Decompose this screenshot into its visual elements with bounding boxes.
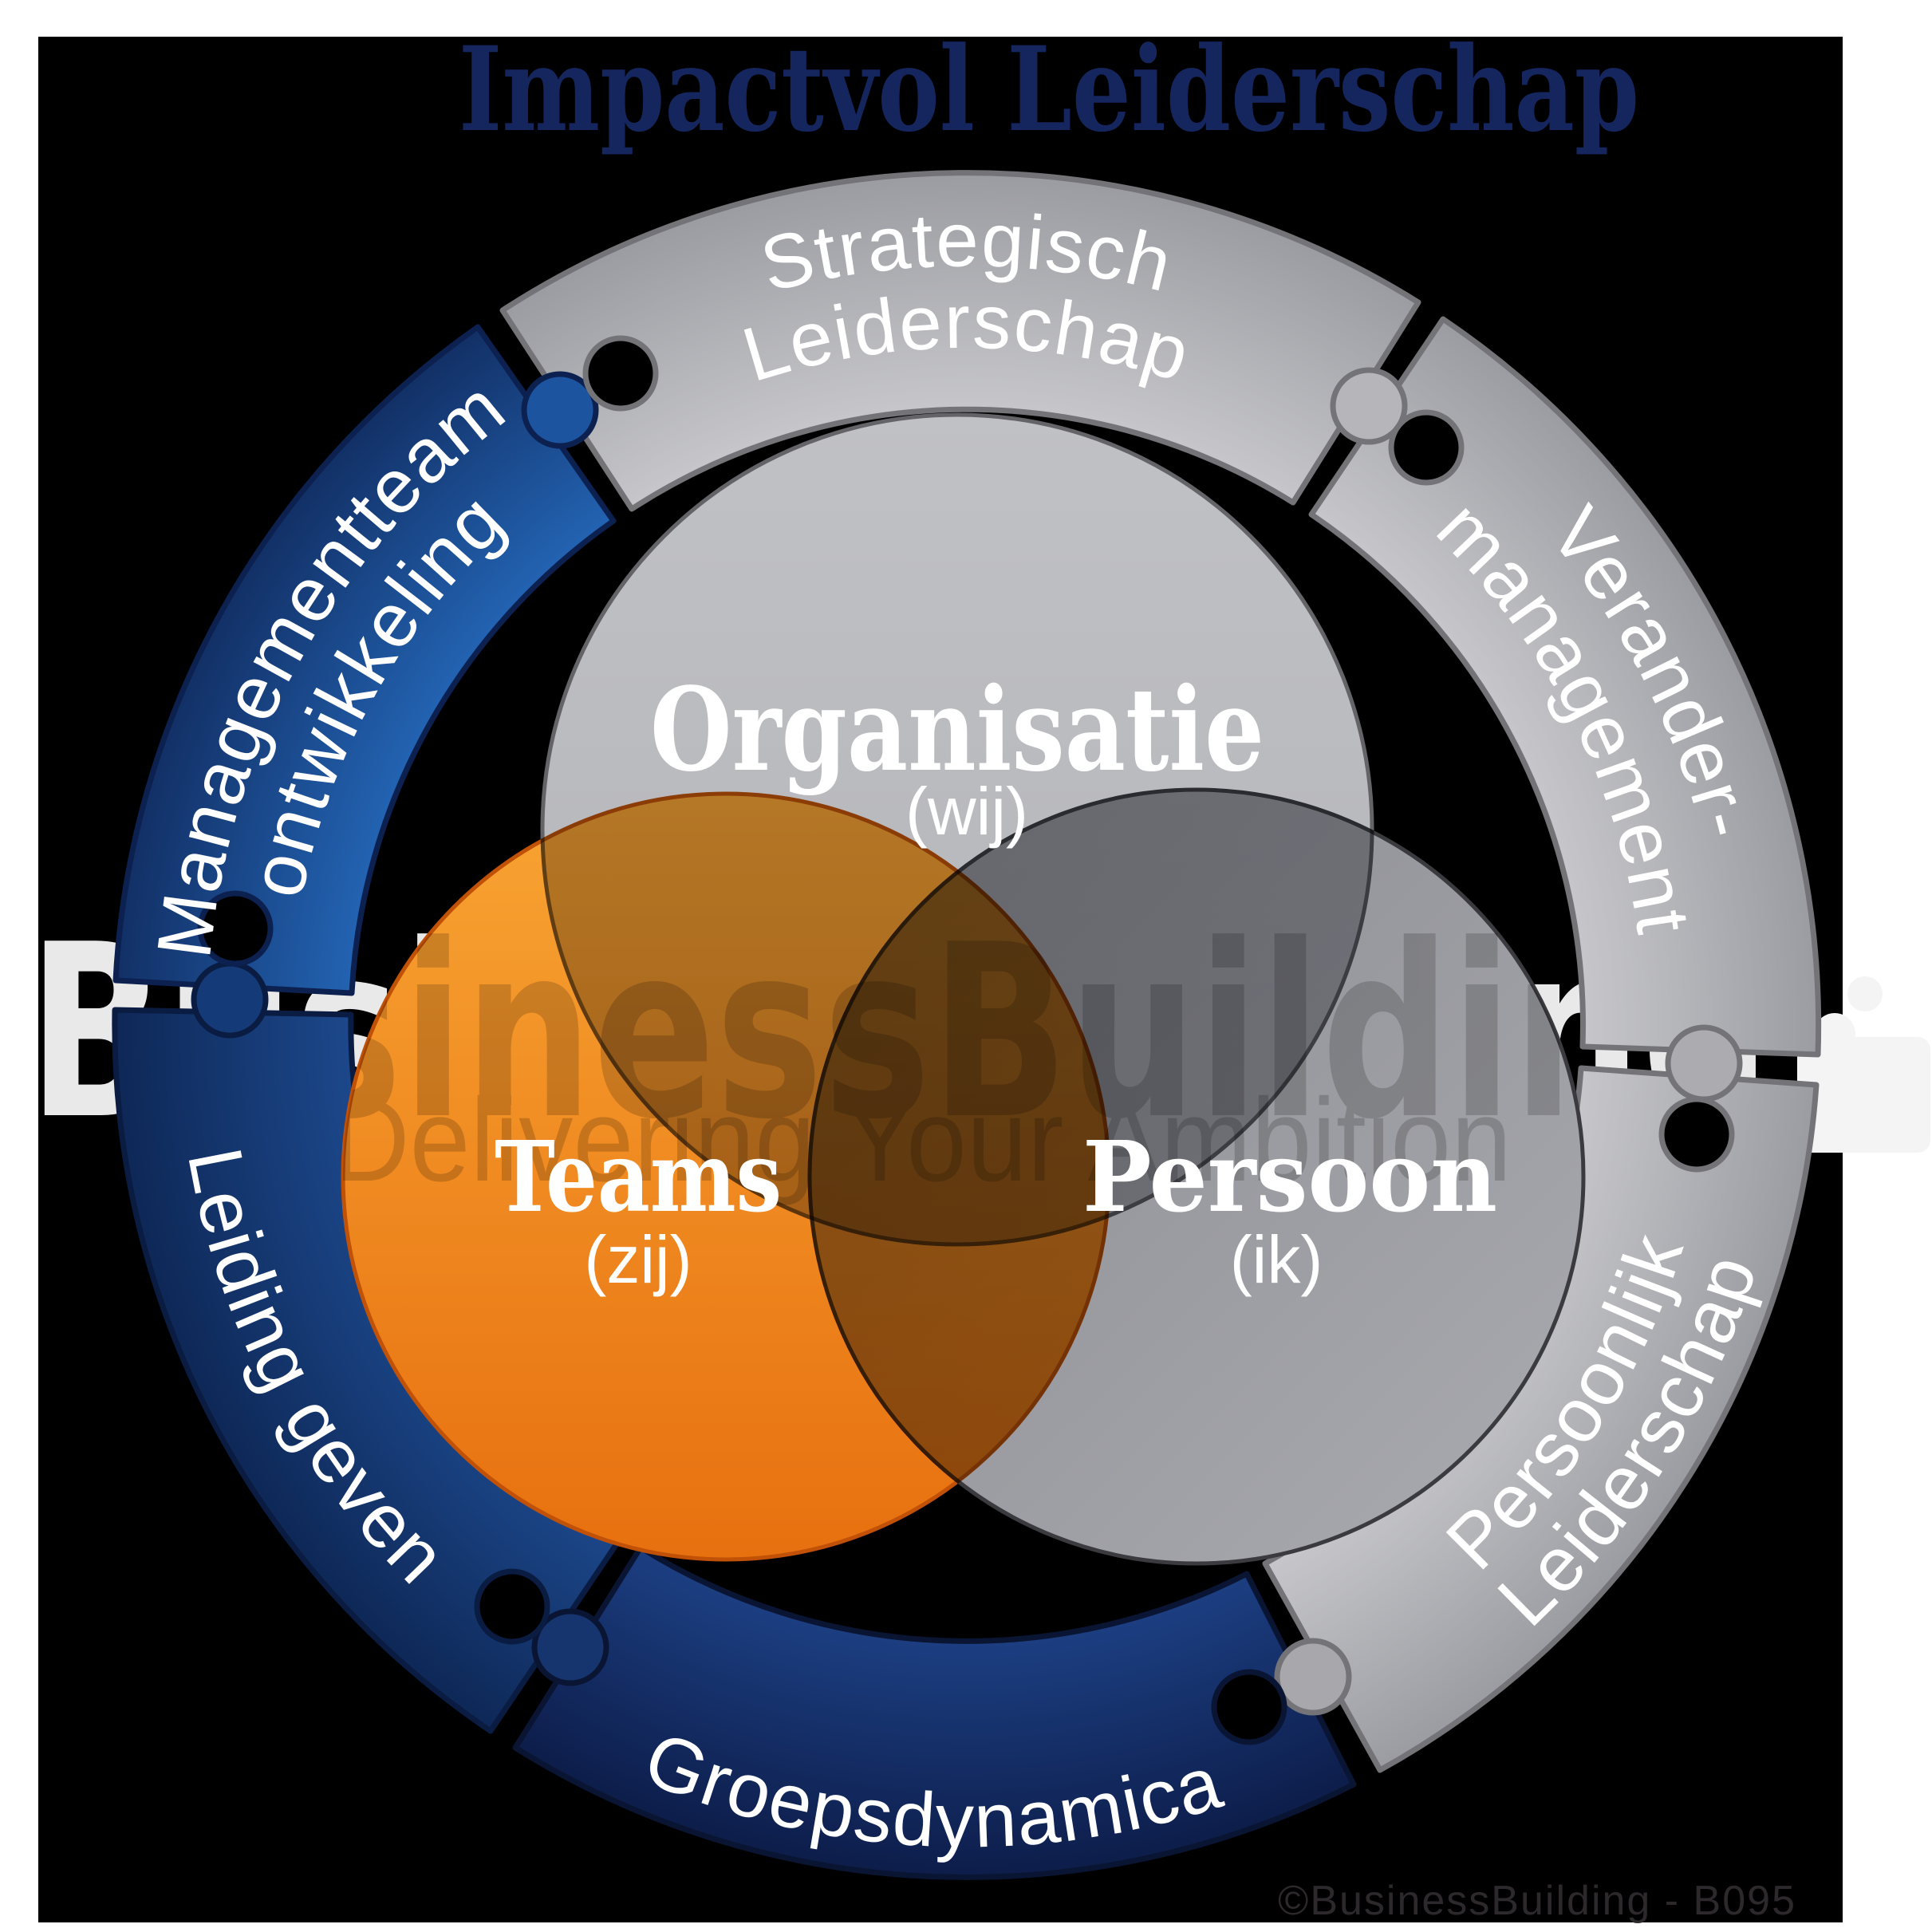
- tab-strategisch: [1330, 367, 1408, 445]
- tab-groepsdynamica: [531, 1608, 609, 1686]
- copyright-credit: ©BusinessBuilding - B095: [1278, 1878, 1796, 1924]
- puzzle-ring: [112, 170, 1822, 1880]
- notch-persoonlijk: [1658, 1096, 1735, 1173]
- puzzle-piece-strategisch-leiderschap: [499, 170, 1421, 512]
- notch-managementteam: [197, 890, 274, 967]
- watermark-brand-shadow: BusinessBuilding: [28, 893, 1771, 1172]
- label-persoon: Persoon: [1082, 1119, 1497, 1234]
- watermark-tagline-shadow: Delivering Your Ambition: [331, 1074, 1512, 1206]
- page-title: Impactvol Leiderschap: [459, 22, 1639, 158]
- sublabel-organisatie: (wij): [905, 774, 1028, 849]
- tab-managementteam: [521, 371, 599, 449]
- label-organisatie: Organisatie: [650, 662, 1264, 797]
- label-teams: Teams: [495, 1119, 782, 1234]
- venn-circle-teams: [341, 791, 1111, 1562]
- notch-verandermanagement: [1388, 409, 1465, 486]
- tab-verandermanagement: [1665, 1024, 1743, 1102]
- puzzle-notches: [197, 335, 1735, 1745]
- puzzle-piece-groepsdynamica: [512, 1544, 1357, 1880]
- puzzle-piece-verandermanagement: [1308, 316, 1822, 1058]
- sublabel-teams: (zij): [584, 1222, 692, 1297]
- puzzle-tabs: [191, 367, 1743, 1716]
- notch-groepsdynamica: [1211, 1669, 1287, 1745]
- notch-strategisch: [582, 335, 659, 412]
- venn-labels: Organisatie (wij) Teams (zij) Persoon (i…: [495, 662, 1497, 1297]
- puzzle-piece-managementteam: [112, 324, 617, 996]
- watermark-through-circles: BusinessBuilding Delivering Your Ambitio…: [28, 893, 1771, 1206]
- venn-diagram: [341, 412, 1586, 1566]
- sublabel-persoon: (ik): [1230, 1222, 1323, 1297]
- tab-leiding-geven: [191, 960, 269, 1039]
- tab-persoonlijk: [1274, 1638, 1352, 1716]
- notch-leiding-geven: [474, 1568, 550, 1645]
